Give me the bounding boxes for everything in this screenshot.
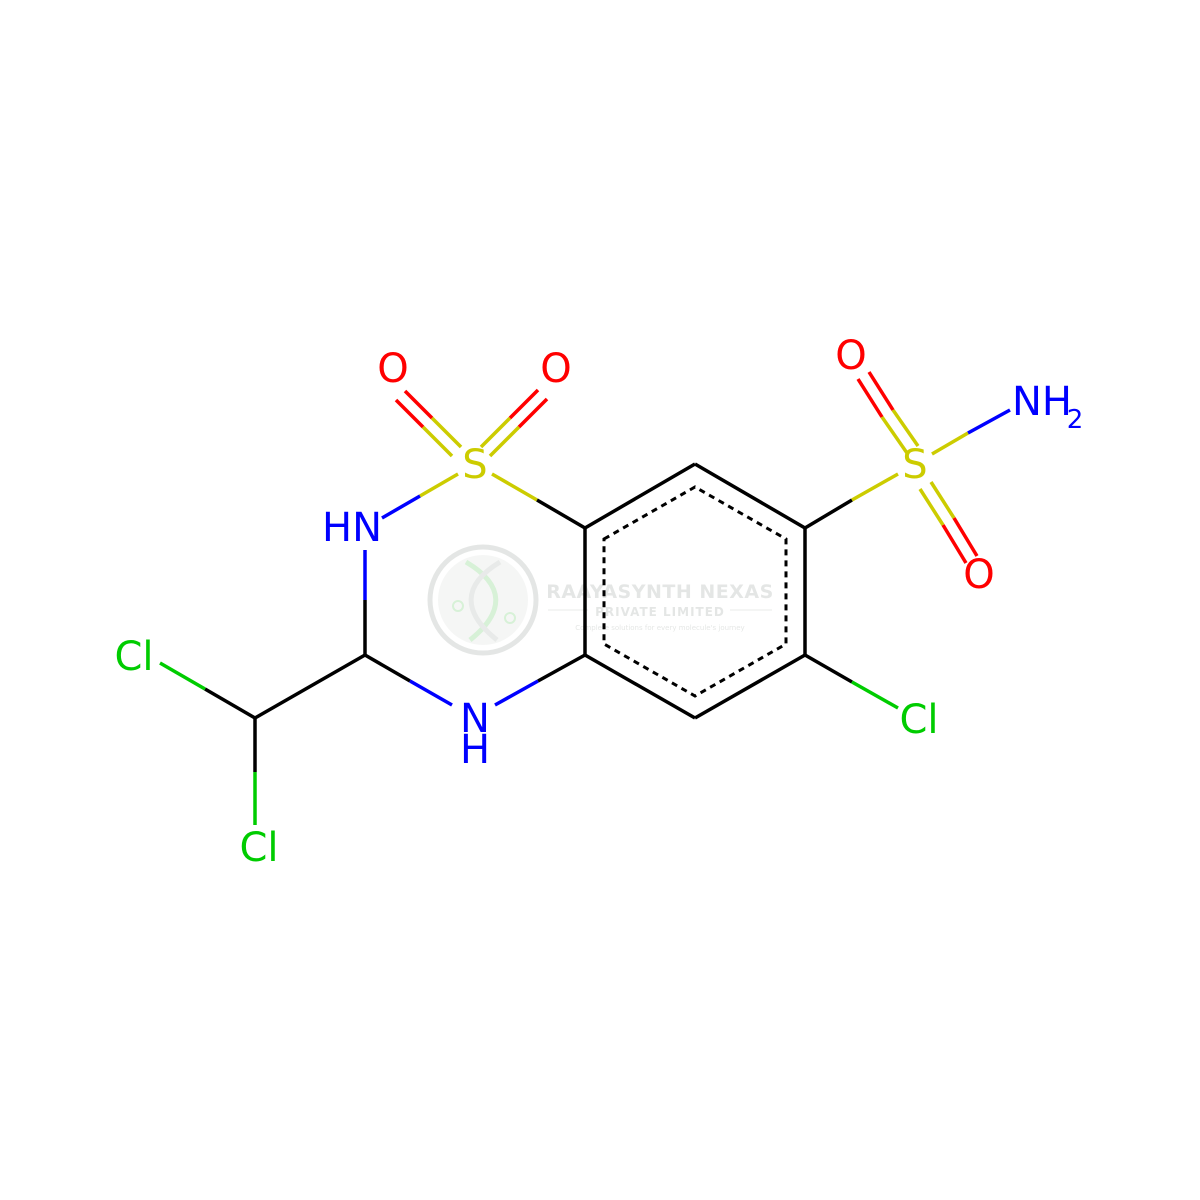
atom-nh2-label: NH <box>1012 379 1072 425</box>
bond-s-nh2-s <box>931 431 969 456</box>
bond-s-o3-b-s <box>880 416 909 454</box>
bond-s-o4-b-s <box>918 488 945 526</box>
bond-c6-s-s <box>851 472 899 502</box>
bond-s-o4-a-s <box>929 481 956 519</box>
bond-c7-cl-c <box>804 653 853 684</box>
bond-s-o3-a-s <box>891 409 920 447</box>
bond-s-o3-a-o <box>867 371 895 411</box>
bond-c3-n4-c <box>364 653 411 683</box>
atom-o3-label: O <box>835 333 866 379</box>
bond-s-o4-a-o <box>952 517 979 557</box>
bond-c3-n4-n <box>409 679 453 707</box>
bond-s-n-s <box>419 472 459 498</box>
atom-o2-label: O <box>540 346 571 392</box>
bond-s-o2-b-o <box>517 397 549 429</box>
bond-s-c4a-s <box>491 472 538 502</box>
bond-s-n-n <box>381 494 421 520</box>
bond-n4-c8a-c <box>537 653 586 683</box>
bond-n4-c8a-n <box>494 679 539 707</box>
bond-s-o3-b-o <box>856 378 884 418</box>
bond-s-o1-b-s <box>421 425 454 458</box>
watermark: RAAYASYNTH NEXAS PRIVATE LIMITED Complet… <box>427 544 774 656</box>
bond-c8-c8a <box>584 653 696 720</box>
atom-nh2-subscript: 2 <box>1067 405 1084 435</box>
bond-s-o2-a-o <box>508 388 540 420</box>
atom-o1-label: O <box>377 346 408 392</box>
bond-c7-cl-cl <box>851 680 899 710</box>
bond-s-c4a-c <box>536 498 586 530</box>
bond-ch-cl-top-cl <box>159 661 206 691</box>
bond-s-nh2-n <box>967 408 1011 435</box>
watermark-company: RAAYASYNTH NEXAS <box>546 581 774 603</box>
bond-ch-cl-top-c <box>204 687 256 720</box>
atom-o4-label: O <box>963 552 994 598</box>
atom-labels: O O S HN N H O NH 2 S O Cl Cl Cl <box>114 333 1083 871</box>
bond-c5-c6 <box>694 462 806 530</box>
bond-c4a-c5 <box>584 462 696 530</box>
aromatic-ring-dashed <box>602 485 788 698</box>
watermark-subtitle: PRIVATE LIMITED <box>595 605 725 619</box>
bond-s-o1-b-o <box>394 398 425 429</box>
bond-s-o4-b-o <box>941 524 968 564</box>
bond-s-o1-a-s <box>430 416 463 449</box>
bond-c7-c8 <box>694 653 806 720</box>
bond-s-o2-b-s <box>488 425 521 458</box>
bonds <box>159 371 1011 825</box>
atom-cl-top-label: Cl <box>114 634 153 680</box>
atom-s-side-label: S <box>902 442 927 488</box>
atom-hn-label: HN <box>322 505 382 551</box>
atom-cl-bottom-label: Cl <box>239 825 278 871</box>
atom-n4-label: N <box>460 696 490 742</box>
bond-c3-chcl2 <box>254 653 366 720</box>
bond-s-o2-a-s <box>479 416 512 449</box>
atom-s-ring-label: S <box>462 442 487 488</box>
bond-c6-s-c <box>804 498 853 530</box>
atom-cl-aromatic-label: Cl <box>899 697 938 743</box>
watermark-tagline: Complete solutions for every molecule's … <box>575 624 744 632</box>
bond-s-o1-a-o <box>403 389 434 420</box>
atom-n4-h-label: H <box>460 727 490 773</box>
dna-helix-icon <box>427 544 539 656</box>
